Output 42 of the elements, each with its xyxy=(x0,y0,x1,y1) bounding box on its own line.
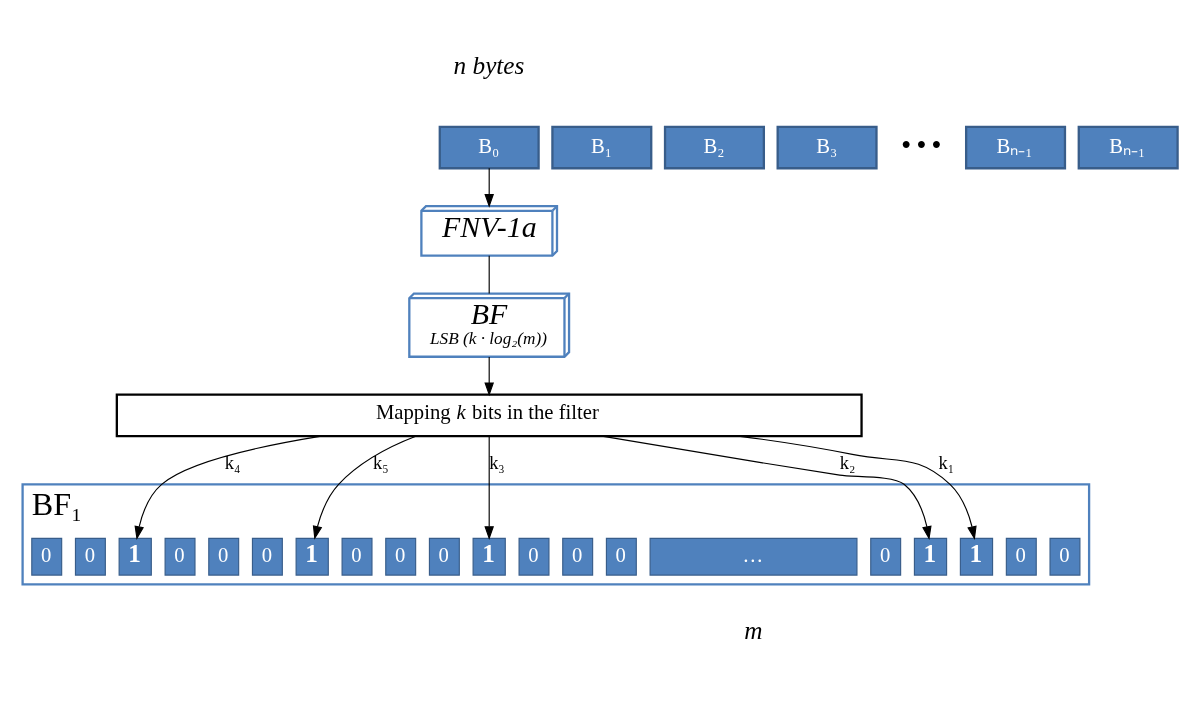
node-box: 0 xyxy=(428,537,460,576)
node-box: Bₙ₋₁ xyxy=(965,125,1067,170)
edge-label: k₁ xyxy=(938,453,955,474)
node-box: 0 xyxy=(74,537,106,576)
label: • • • xyxy=(901,129,941,158)
node-box: 0 xyxy=(518,537,550,576)
node-box: … xyxy=(649,537,858,576)
label: m xyxy=(744,616,763,644)
node-box: 0 xyxy=(605,537,637,576)
arrow xyxy=(484,435,495,540)
edge-label: k₂ xyxy=(839,453,856,474)
node-box: 0 xyxy=(1005,537,1037,576)
node-box: 1 xyxy=(913,537,948,576)
node-box: 0 xyxy=(870,537,902,576)
node-box: 0 xyxy=(385,537,417,576)
node-box: Bₙ₋₁ xyxy=(1077,125,1179,170)
node-box: 1 xyxy=(118,537,152,576)
node-box: 0 xyxy=(31,537,63,576)
node-box: Mapping k bits in the filter xyxy=(115,393,863,438)
node-box: 0 xyxy=(208,537,240,576)
arrow xyxy=(737,435,977,540)
node-box: B₁ xyxy=(551,125,653,170)
arrow xyxy=(484,167,495,208)
node-box: 0 xyxy=(251,537,283,576)
edge-label: k₄ xyxy=(224,453,241,474)
arrow xyxy=(134,435,322,540)
node-box: 0 xyxy=(562,537,594,576)
node-box: B₃ xyxy=(776,125,878,170)
node-box: 0 xyxy=(341,537,373,576)
node-box: 1 xyxy=(295,537,329,576)
arrow xyxy=(601,435,932,541)
node-box: B₂ xyxy=(663,125,765,170)
node-box: 0 xyxy=(164,537,196,576)
node-box: B₀ xyxy=(438,125,540,170)
edge-label: k₅ xyxy=(373,453,389,474)
label: n bytes xyxy=(453,50,525,79)
node-box: 1 xyxy=(959,537,994,576)
connector xyxy=(488,255,490,295)
arrow xyxy=(312,435,418,540)
arrow xyxy=(484,356,495,397)
node-box: 0 xyxy=(1049,537,1081,576)
node-box: 1 xyxy=(472,537,506,576)
